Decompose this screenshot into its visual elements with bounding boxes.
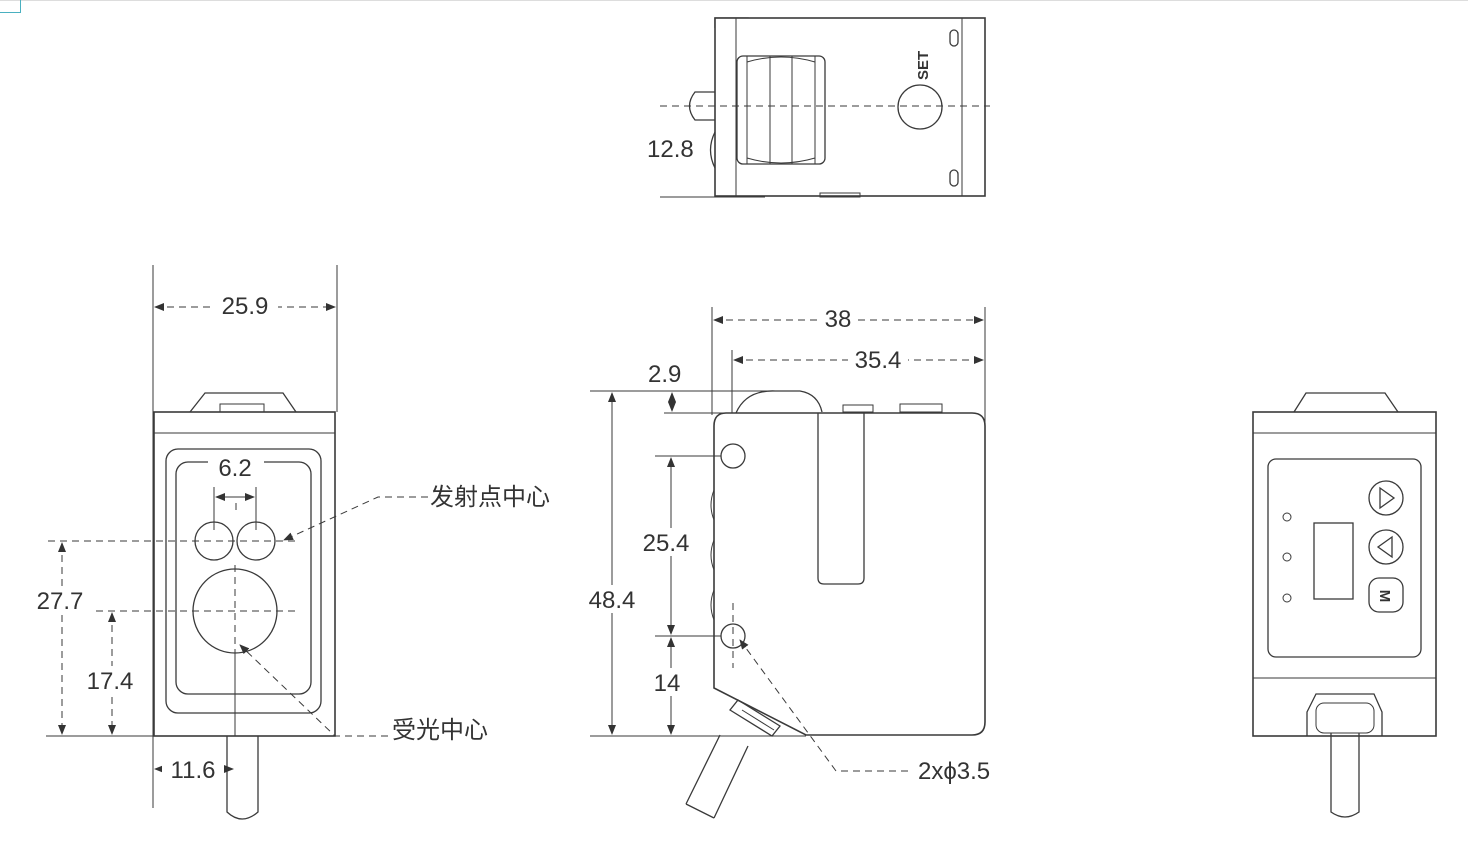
connector [1306, 693, 1383, 736]
callout-receiver: 受光中心 [392, 716, 488, 744]
dim-receiver-offset-label: 11.6 [171, 757, 216, 784]
side-body [713, 412, 986, 736]
set-button [897, 84, 943, 130]
side-view: 38 35.4 2.9 48.4 25.4 14 [582, 306, 990, 819]
corner-marker [0, 0, 21, 13]
rear-body [1252, 411, 1437, 737]
top-cap [189, 392, 297, 413]
indicator-led [1282, 593, 1292, 603]
dim-body-width-label: 35.4 [855, 347, 902, 374]
slot [817, 413, 865, 585]
down-button [1368, 529, 1404, 565]
lens-frame [165, 448, 322, 714]
mount-slot [949, 29, 959, 47]
cable-gland [729, 699, 781, 737]
dim-emitter-height-label: 27.7 [37, 588, 84, 615]
dim-total-height-label: 48.4 [589, 587, 636, 614]
indicator-led [1282, 512, 1292, 522]
indicator-led [1282, 552, 1292, 562]
mode-button [1368, 577, 1404, 613]
cable-gland-top [735, 390, 823, 414]
control-panel [1267, 458, 1422, 658]
side-cable [685, 734, 749, 819]
mount-slot [949, 169, 959, 187]
play-right-icon [1379, 486, 1396, 510]
rear-cable [1330, 733, 1360, 818]
dim-hole-spacing-label: 25.4 [643, 530, 690, 557]
dim-top-offset-label: 2.9 [648, 361, 681, 388]
dim-height-label: 12.8 [647, 136, 694, 163]
front-view: 25.9 6.2 27.7 17.4 11.6 [28, 265, 550, 820]
dim-receiver-height-label: 17.4 [87, 668, 134, 695]
rear-view: M [1252, 392, 1437, 818]
cable [226, 736, 259, 820]
dim-total-width-label: 38 [825, 306, 852, 333]
callout-emitter: 发射点中心 [430, 483, 550, 511]
display-window [1313, 522, 1354, 600]
callout-holes: 2xϕ3.5 [918, 758, 990, 785]
dim-width-label: 25.9 [222, 293, 269, 320]
dim-emitter-spacing-label: 6.2 [218, 455, 251, 482]
play-left-icon [1376, 535, 1393, 559]
top-view: SET 12.8 [647, 17, 990, 198]
dim-bottom-hole-label: 14 [654, 670, 681, 697]
set-label: SET [915, 51, 932, 80]
up-button [1368, 480, 1404, 516]
rear-top-cap [1293, 392, 1399, 413]
window-housing [736, 55, 826, 165]
mode-button-label: M [1376, 590, 1393, 603]
top-border [0, 0, 1468, 1]
